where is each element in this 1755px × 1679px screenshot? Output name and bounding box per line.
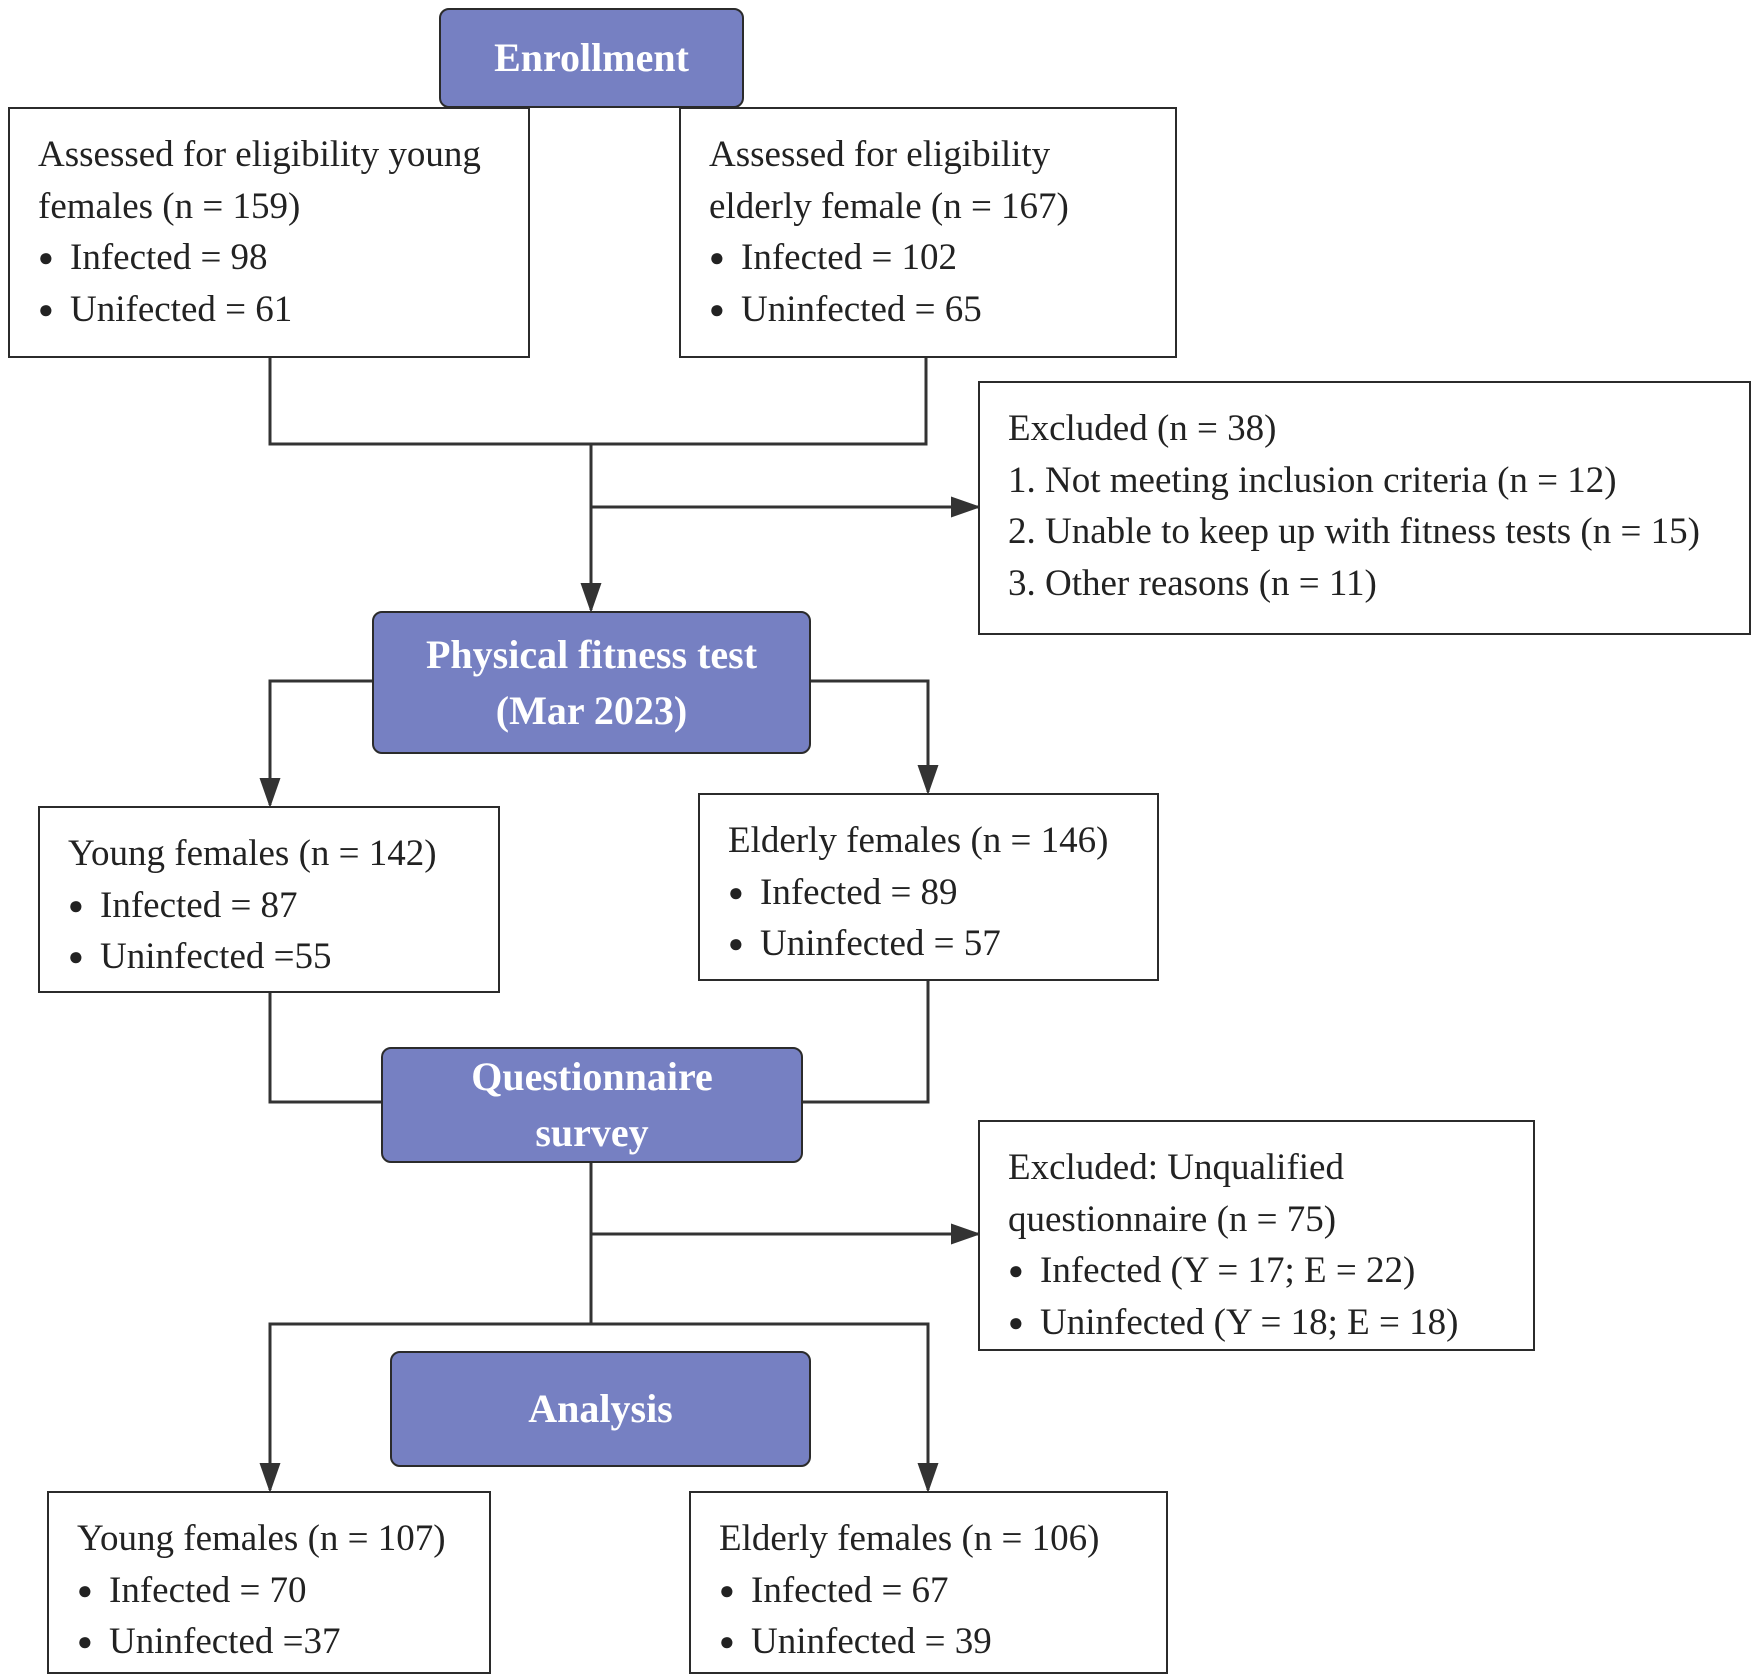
eligibility-young-line1: Assessed for eligibility young — [38, 134, 481, 175]
arrow-to-analysis-elderly — [591, 1322, 939, 1493]
eligibility-elderly-line1: Assessed for eligibility — [709, 134, 1051, 175]
eligibility-elderly-uninfected: Uninfected = 65 — [709, 284, 1175, 336]
excluded-2-line2: questionnaire (n = 75) — [1008, 1198, 1337, 1240]
box-excluded-questionnaire: Excluded: Unqualified questionnaire (n =… — [978, 1120, 1535, 1351]
arrow-to-fitness-elderly — [811, 679, 939, 795]
stage-fitness-label-line2: (Mar 2023) — [495, 687, 688, 733]
stage-analysis: Analysis — [390, 1351, 811, 1467]
eligibility-young-line2: females (n = 159) — [38, 185, 301, 227]
arrow-to-fitness-young — [259, 679, 372, 808]
eligibility-elderly-infected: Infected = 102 — [709, 232, 1175, 284]
stage-questionnaire-label-line1: Questionnaire — [471, 1054, 713, 1099]
fitness-young-uninfected: Uninfected =55 — [68, 931, 498, 983]
box-fitness-young: Young females (n = 142) Infected = 87 Un… — [38, 806, 500, 993]
connector-young-to-questionnaire — [268, 992, 381, 1104]
eligibility-young-infected: Infected = 98 — [38, 232, 528, 284]
excluded-1-title: Excluded (n = 38) — [1008, 408, 1277, 449]
analysis-elderly-title: Elderly females (n = 106) — [719, 1518, 1100, 1559]
excluded-2-infected: Infected (Y = 17; E = 22) — [1008, 1245, 1533, 1297]
fitness-elderly-title: Elderly females (n = 146) — [728, 820, 1109, 861]
stage-questionnaire-label-line2: survey — [535, 1110, 649, 1155]
excluded-1-reason-2: 2. Unable to keep up with fitness tests … — [1008, 511, 1700, 552]
box-eligibility-young: Assessed for eligibility young females (… — [8, 107, 530, 358]
eligibility-elderly-line2: elderly female (n = 167) — [709, 185, 1069, 227]
excluded-1-reason-1: 1. Not meeting inclusion criteria (n = 1… — [1008, 459, 1617, 501]
excluded-2-line1: Excluded: Unqualified — [1008, 1147, 1344, 1188]
stage-questionnaire-survey: Questionnaire survey — [381, 1047, 803, 1163]
stage-enrollment: Enrollment — [439, 8, 744, 108]
analysis-elderly-uninfected: Uninfected = 39 — [719, 1616, 1166, 1668]
box-analysis-young: Young females (n = 107) Infected = 70 Un… — [47, 1491, 491, 1674]
eligibility-young-uninfected: Unifected = 61 — [38, 284, 528, 336]
box-analysis-elderly: Elderly females (n = 106) Infected = 67 … — [689, 1491, 1168, 1674]
arrow-to-analysis-young — [259, 1322, 591, 1493]
fitness-elderly-infected: Infected = 89 — [728, 867, 1157, 919]
stage-enrollment-label: Enrollment — [494, 35, 689, 80]
excluded-2-uninfected: Uninfected (Y = 18; E = 18) — [1008, 1297, 1533, 1349]
stage-fitness-label-line1: Physical fitness test — [425, 631, 758, 677]
analysis-young-title: Young females (n = 107) — [77, 1518, 446, 1559]
analysis-elderly-infected: Infected = 67 — [719, 1565, 1166, 1617]
box-excluded-eligibility: Excluded (n = 38) 1. Not meeting inclusi… — [978, 381, 1751, 635]
connector-elderly-to-questionnaire — [803, 980, 930, 1104]
stage-analysis-label: Analysis — [528, 1386, 673, 1431]
fitness-young-infected: Infected = 87 — [68, 880, 498, 932]
box-eligibility-elderly: Assessed for eligibility elderly female … — [679, 107, 1177, 358]
merge-connector — [268, 357, 928, 446]
analysis-young-uninfected: Uninfected =37 — [77, 1616, 489, 1668]
box-fitness-elderly: Elderly females (n = 146) Infected = 89 … — [698, 793, 1159, 981]
fitness-young-title: Young females (n = 142) — [68, 833, 437, 874]
fitness-elderly-uninfected: Uninfected = 57 — [728, 918, 1157, 970]
stage-physical-fitness-test: Physical fitness test (Mar 2023) — [372, 611, 811, 754]
excluded-1-reason-3: 3. Other reasons (n = 11) — [1008, 562, 1377, 604]
analysis-young-infected: Infected = 70 — [77, 1565, 489, 1617]
